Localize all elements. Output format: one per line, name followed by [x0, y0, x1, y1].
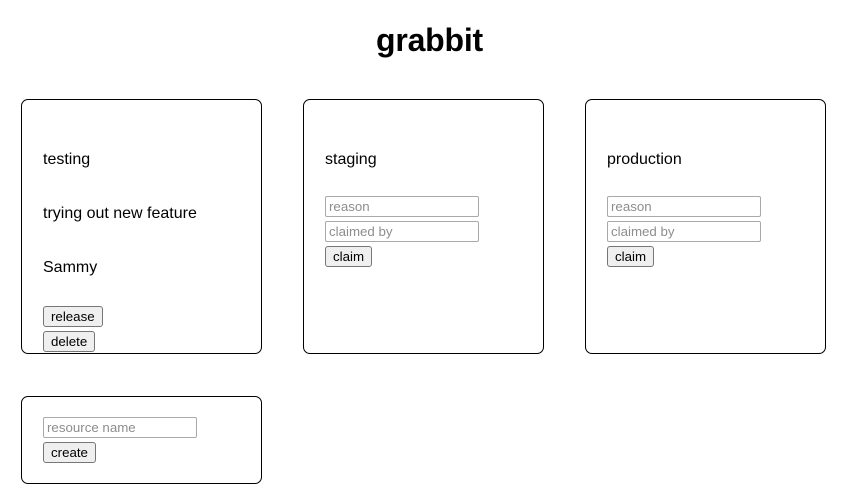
reason-input[interactable] [607, 196, 761, 217]
resource-card-body: staging claim [304, 100, 543, 267]
create-resource-body: create [22, 397, 261, 463]
resource-name-input[interactable] [43, 417, 197, 438]
claimed-by-input[interactable] [607, 221, 761, 242]
resource-card-staging: staging claim [303, 99, 544, 354]
resource-reason: trying out new feature [43, 205, 197, 222]
resource-card-body: production claim [586, 100, 825, 267]
resource-name: testing [43, 151, 91, 168]
page-title: grabbit [375, 22, 484, 58]
release-button[interactable]: release [43, 306, 103, 327]
claim-button[interactable]: claim [325, 246, 373, 267]
resource-claimed-by: Sammy [43, 259, 98, 276]
claim-button[interactable]: claim [607, 246, 655, 267]
resource-card-body: testing trying out new feature Sammy rel… [22, 100, 261, 352]
resource-name: production [607, 151, 682, 168]
delete-button[interactable]: delete [43, 331, 96, 352]
resource-card-production: production claim [585, 99, 826, 354]
create-button[interactable]: create [43, 442, 96, 463]
claimed-by-input[interactable] [325, 221, 479, 242]
resource-card-testing: testing trying out new feature Sammy rel… [21, 99, 262, 354]
reason-input[interactable] [325, 196, 479, 217]
resource-name: staging [325, 151, 377, 168]
create-resource-card: create [21, 396, 262, 484]
